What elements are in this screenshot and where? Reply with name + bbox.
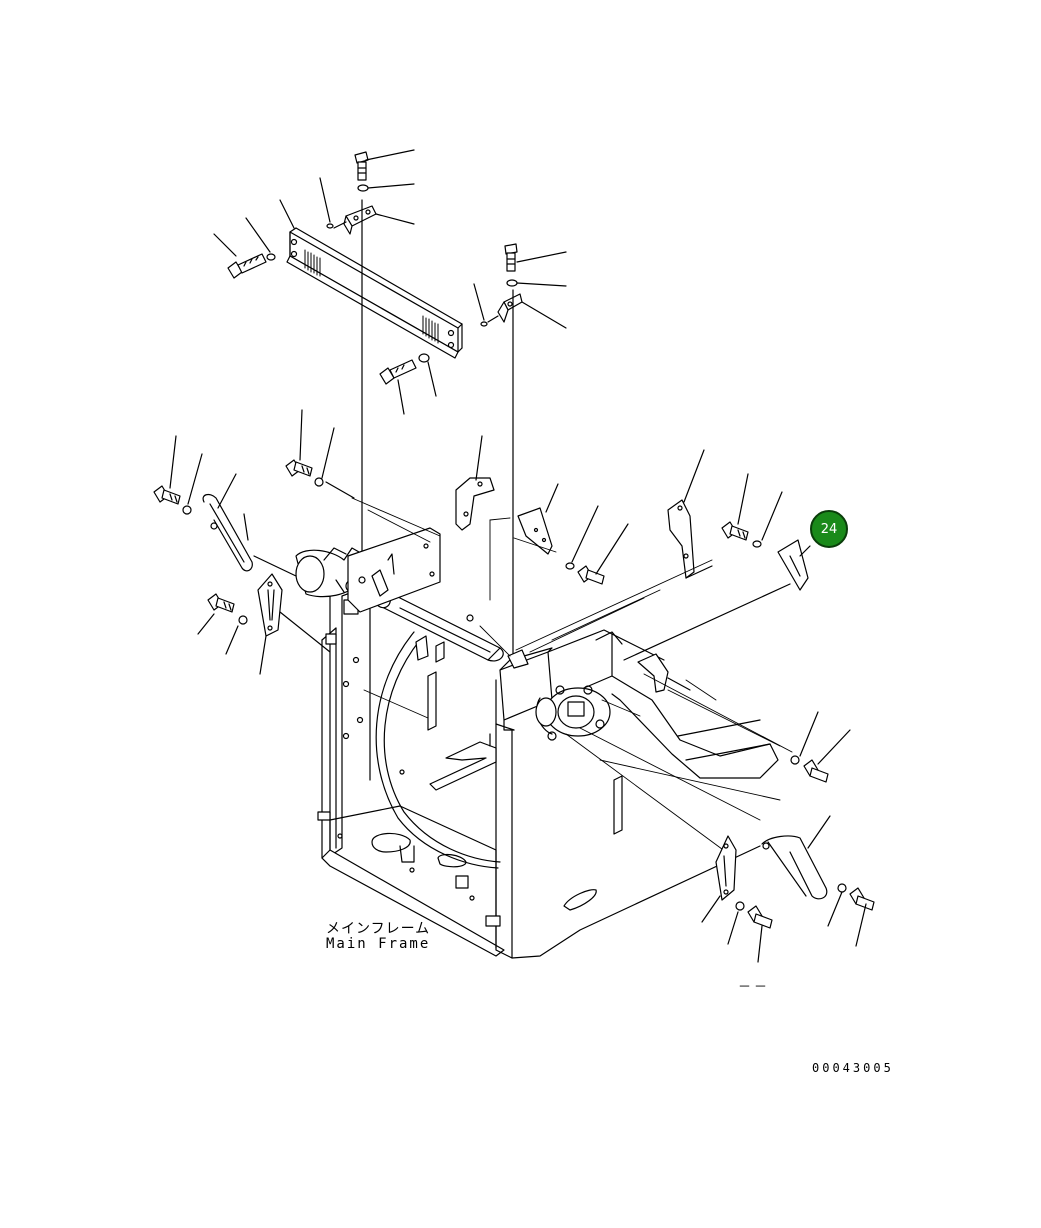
beam-bolt-center [379,353,437,415]
callout-24-badge[interactable]: 24 [810,510,848,548]
main-frame-body [317,535,761,959]
center-bracket [455,435,495,531]
top-bracket-right [473,243,567,657]
right-upper-bolt-group [623,473,811,661]
right-lower-bolt-group [790,711,851,783]
drawing-number: 00043005 [812,1061,894,1075]
left-handrail-group [153,435,297,577]
side-plate-center [517,483,629,585]
left-bolt-group-upper [285,409,355,499]
caption-english: Main Frame [326,936,431,952]
beam-bolt-left [213,199,295,279]
side-plate-right [667,449,713,579]
dash-mark: －－ [738,980,771,995]
top-bracket-left [319,149,415,571]
upper-cross-beam [286,227,463,359]
left-bolt-group-lower [197,573,331,675]
right-main-block [499,629,779,779]
callout-number: 24 [820,521,838,537]
assembly-lines [351,497,793,853]
caption-japanese: メインフレーム [326,921,431,937]
upper-frame-plate [347,527,445,663]
right-handrail-group [761,815,875,947]
right-cover-plate [701,835,773,963]
